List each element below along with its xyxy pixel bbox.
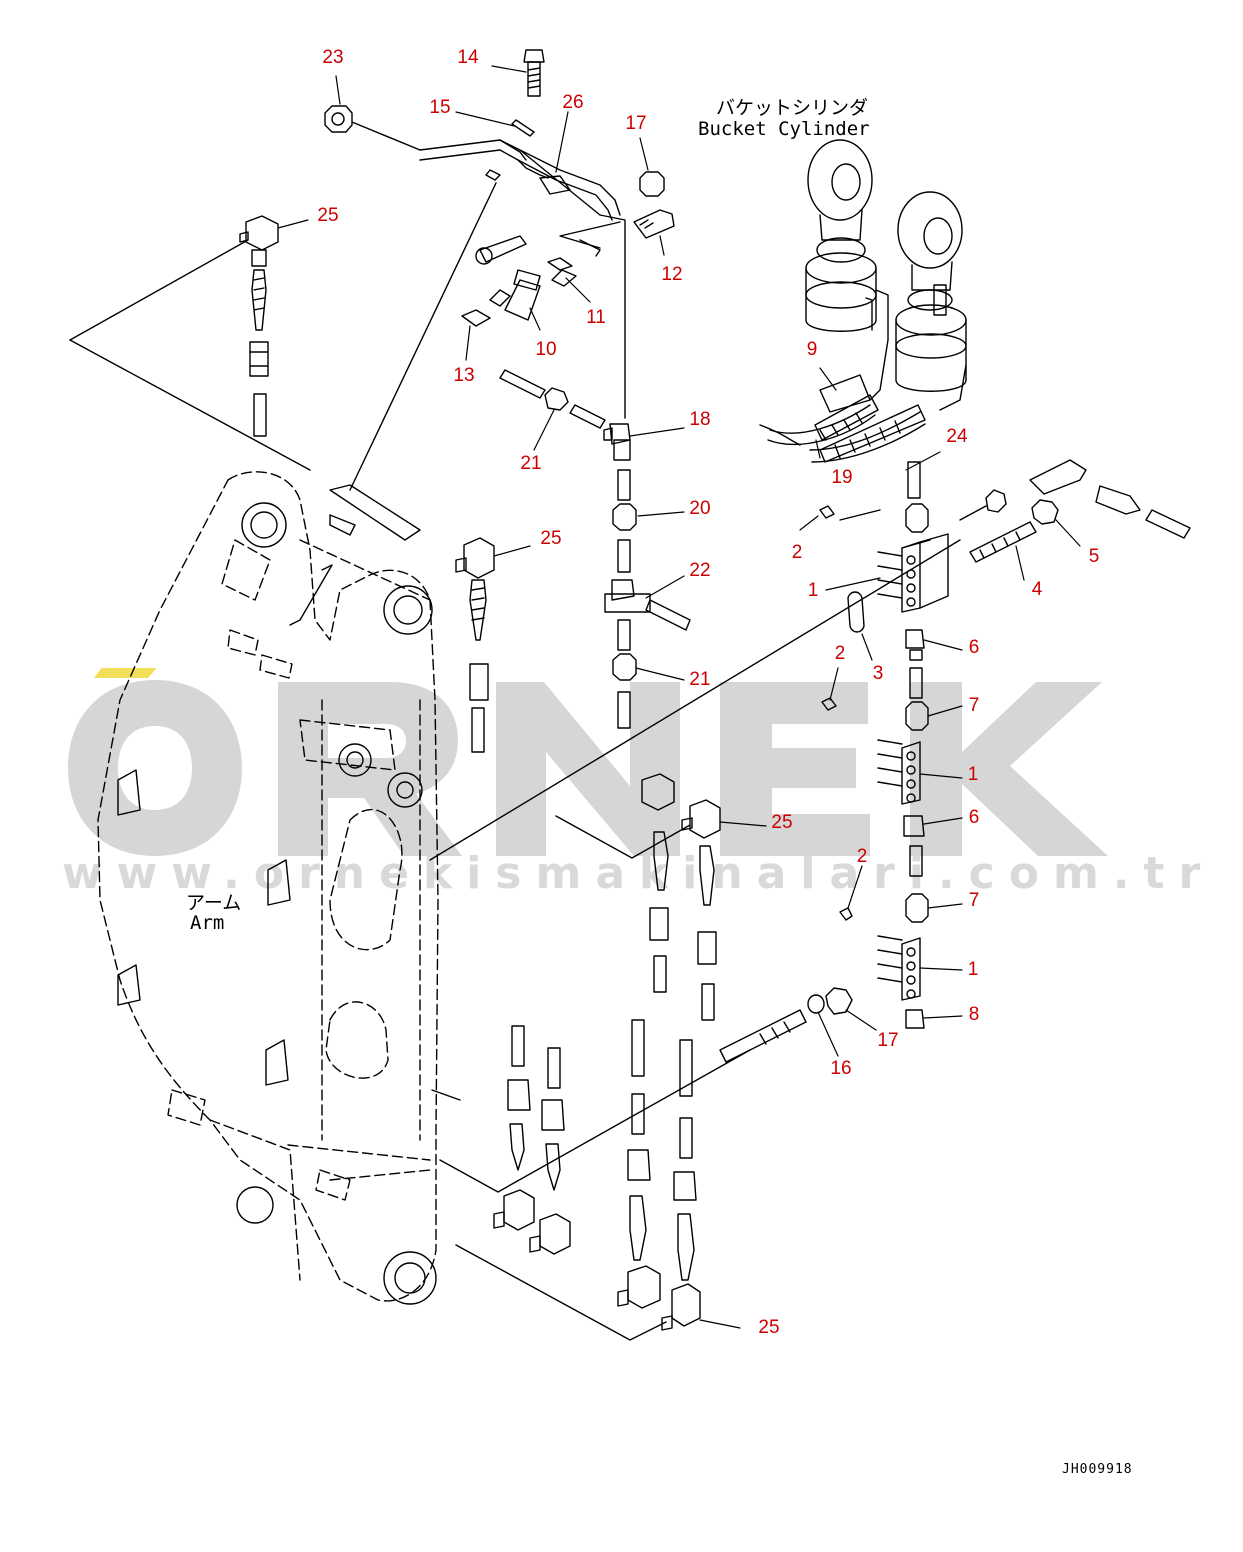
upper-fittings [289,49,675,626]
callout-6-lower: 6 [968,807,980,828]
callout-21-upper: 21 [520,453,542,474]
fitting-stack-center [499,369,691,729]
callout-13: 13 [453,365,475,386]
arm-body [97,471,439,1302]
callout-11: 11 [586,307,606,328]
callout-1-upper: 1 [807,580,819,601]
callout-4: 4 [1031,579,1043,600]
callout-25-upper-left: 25 [317,205,339,226]
grease-block-assembly [429,459,1191,1063]
arm-label-jp: アーム [186,892,242,914]
callout-2-upper: 2 [791,542,803,563]
callout-6-upper: 6 [968,637,980,658]
leader-lines [277,65,1081,1329]
fitting-stack-upper-left [69,215,311,471]
callout-1-lower: 1 [967,959,979,980]
callout-10: 10 [535,339,557,360]
callout-23: 23 [322,47,344,68]
fitting-stack-mid-left [455,537,495,753]
callout-24: 24 [946,426,968,447]
callout-3: 3 [872,663,884,684]
callout-18: 18 [689,409,711,430]
bucket-cylinder-label-en: Bucket Cylinder [698,118,870,140]
callout-14: 14 [457,47,479,68]
callout-20: 20 [689,498,711,519]
callout-21-lower: 21 [689,669,711,690]
bucket-cylinder-label-jp: バケットシリンダ [716,97,869,119]
drawing-code: JH009918 [1062,1462,1133,1477]
callout-9: 9 [806,339,818,360]
callout-26: 26 [562,92,584,113]
watermark-url: www.ornekismakinalari.com.tr [62,848,1215,899]
arm-label-en: Arm [190,912,225,934]
callout-15: 15 [429,97,451,118]
bucket-cylinders [759,139,967,463]
fitting-stack-lower-center [555,773,721,1021]
callout-12: 12 [661,264,683,285]
callout-5: 5 [1088,546,1100,567]
callout-17-lower: 17 [877,1030,899,1051]
callout-25-mid-left: 25 [540,528,562,549]
callout-22: 22 [689,560,711,581]
callout-19: 19 [831,467,853,488]
callout-25-bottom: 25 [758,1317,780,1338]
callout-7-upper: 7 [968,695,980,716]
callout-2-lower: 2 [856,846,868,867]
callout-25-lower-center: 25 [771,812,793,833]
callout-1-mid: 1 [967,764,979,785]
callout-2-mid: 2 [834,643,846,664]
arm-pin-bosses [117,502,437,1305]
callout-16: 16 [830,1058,852,1079]
callout-8: 8 [968,1004,980,1025]
callout-7-lower: 7 [968,890,980,911]
fitting-stacks-bottom [431,1019,751,1341]
callout-17-upper: 17 [625,113,647,134]
